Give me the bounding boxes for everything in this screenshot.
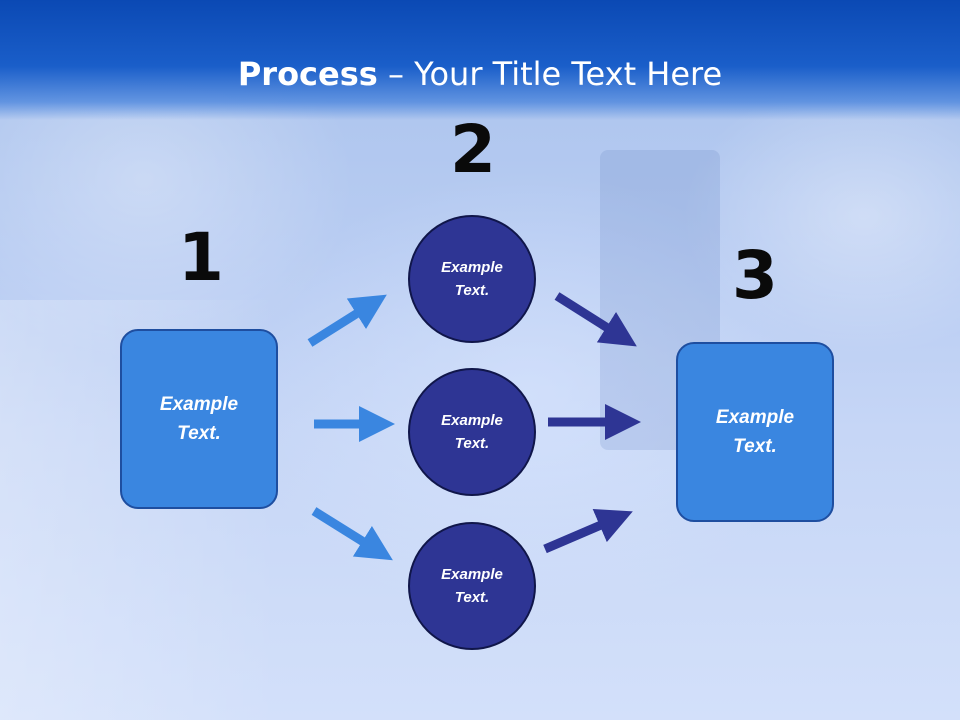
step-3-box: Example Text. bbox=[676, 342, 834, 522]
title-bold: Process bbox=[237, 55, 378, 93]
arrow-right-icon bbox=[543, 509, 633, 554]
step-2-circle-middle: Example Text. bbox=[408, 368, 536, 496]
arrow-right-icon bbox=[554, 292, 637, 347]
title-banner bbox=[0, 0, 960, 120]
step-number-2: 2 bbox=[450, 111, 496, 188]
step-2-circle-bottom: Example Text. bbox=[408, 522, 536, 650]
title-rest: – Your Title Text Here bbox=[377, 55, 723, 93]
arrow-right-icon bbox=[311, 507, 393, 561]
arrow-right-icon bbox=[307, 294, 387, 347]
step-2-circle-top: Example Text. bbox=[408, 215, 536, 343]
step-number-1: 1 bbox=[178, 219, 224, 296]
step-number-3: 3 bbox=[732, 237, 778, 314]
page-title: Process – Your Title Text Here bbox=[0, 52, 960, 96]
step-1-box: Example Text. bbox=[120, 329, 278, 509]
